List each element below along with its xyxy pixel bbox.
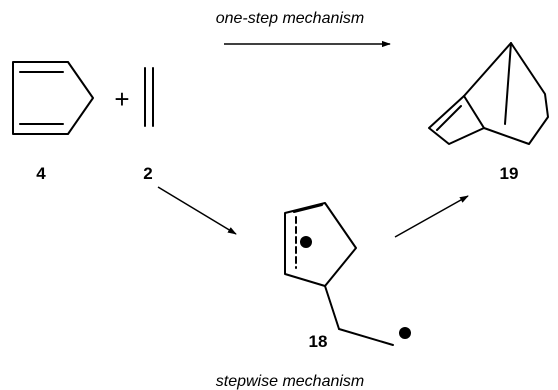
one-step-caption: one-step mechanism <box>216 10 365 27</box>
stepwise-arrow-1 <box>157 186 237 235</box>
norbornene-structure <box>428 42 549 145</box>
radical-dot-chain <box>399 327 411 339</box>
plus-sign: + <box>114 84 129 114</box>
compound-label-18: 18 <box>309 332 328 351</box>
ethylene-structure <box>144 67 154 127</box>
stepwise-arrow-2 <box>394 195 469 238</box>
stepwise-caption: stepwise mechanism <box>216 373 365 390</box>
compound-label-19: 19 <box>500 164 519 183</box>
diradical-intermediate-structure <box>284 202 411 346</box>
radical-dot-ring <box>300 236 312 248</box>
compound-label-4: 4 <box>36 164 46 183</box>
cyclopentadiene-structure <box>12 61 94 135</box>
compound-label-2: 2 <box>143 164 152 183</box>
